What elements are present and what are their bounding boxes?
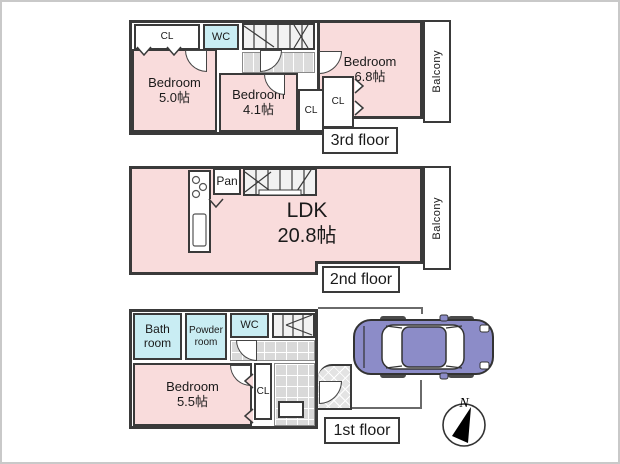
room-label: Bath bbox=[145, 321, 170, 336]
floor1-label-box: 1st floor bbox=[324, 417, 400, 444]
room-label: room bbox=[194, 336, 218, 348]
room-label: LDK bbox=[286, 199, 328, 222]
floor3-balcony: Balcony bbox=[423, 20, 451, 123]
room-label: Bedroom bbox=[166, 378, 219, 394]
wc-label: WC bbox=[240, 319, 259, 332]
floor2-ldk: LDK 20.8帖 bbox=[232, 198, 382, 249]
floor-label: 1st floor bbox=[333, 421, 391, 439]
folding-door-icon bbox=[354, 100, 364, 116]
folding-door-icon bbox=[244, 408, 254, 424]
folding-door-icon bbox=[354, 78, 364, 94]
room-size: 5.5帖 bbox=[176, 393, 209, 409]
kitchen-counter-icon bbox=[188, 170, 211, 253]
floor3-bedroom-4-1: Bedroom 4.1帖 bbox=[219, 73, 298, 132]
stairs-icon bbox=[242, 23, 315, 50]
room-size: 6.8帖 bbox=[354, 68, 386, 84]
floor3-label-box: 3rd floor bbox=[322, 127, 398, 154]
folding-door-icon bbox=[208, 198, 224, 208]
stairs-icon bbox=[272, 313, 315, 338]
room-label: Bedroom bbox=[343, 53, 397, 69]
compass-north-label: N bbox=[458, 396, 469, 411]
closet-label: CL bbox=[304, 104, 318, 116]
floor3-closet-mid: CL bbox=[322, 76, 354, 128]
folding-door-icon bbox=[136, 46, 152, 56]
floor1-powder-room: Powder room bbox=[185, 313, 227, 360]
folding-door-icon bbox=[244, 373, 254, 389]
floor3-bedroom-5-0: Bedroom 5.0帖 bbox=[132, 49, 217, 132]
entry-step bbox=[278, 401, 304, 418]
floor-label: 2nd floor bbox=[329, 270, 393, 288]
balcony-label: Balcony bbox=[430, 50, 443, 93]
car-icon bbox=[353, 314, 494, 380]
pantry-label: Pan bbox=[216, 173, 238, 188]
floor3-closet-top: CL bbox=[134, 24, 200, 50]
parking-boundary-bottom bbox=[352, 380, 422, 409]
room-label: room bbox=[143, 335, 172, 350]
wc-label: WC bbox=[211, 30, 231, 43]
floor1-wc: WC bbox=[230, 313, 269, 338]
floor2-pantry: Pan bbox=[213, 168, 241, 195]
room-size: 4.1帖 bbox=[242, 101, 275, 117]
closet-label: CL bbox=[160, 31, 174, 43]
floor1-bathroom: Bath room bbox=[133, 313, 182, 360]
floor1-closet: CL bbox=[254, 363, 272, 420]
compass-icon: N bbox=[442, 396, 486, 447]
parking-boundary-top bbox=[318, 307, 423, 314]
floor2-label-box: 2nd floor bbox=[322, 266, 400, 293]
room-label: Powder bbox=[189, 325, 223, 336]
room-label: Bedroom bbox=[148, 74, 201, 90]
floor2-balcony: Balcony bbox=[423, 166, 451, 270]
floor3-wc: WC bbox=[203, 24, 239, 50]
folding-door-icon bbox=[166, 46, 182, 56]
room-size: 5.0帖 bbox=[158, 89, 191, 105]
closet-label: CL bbox=[331, 96, 345, 108]
room-size: 20.8帖 bbox=[277, 225, 337, 248]
floor3-closet-small: CL bbox=[298, 89, 324, 132]
closet-label: CL bbox=[256, 385, 270, 397]
balcony-label: Balcony bbox=[430, 196, 443, 240]
stairs-icon bbox=[243, 168, 317, 196]
floor-label: 3rd floor bbox=[330, 131, 390, 149]
